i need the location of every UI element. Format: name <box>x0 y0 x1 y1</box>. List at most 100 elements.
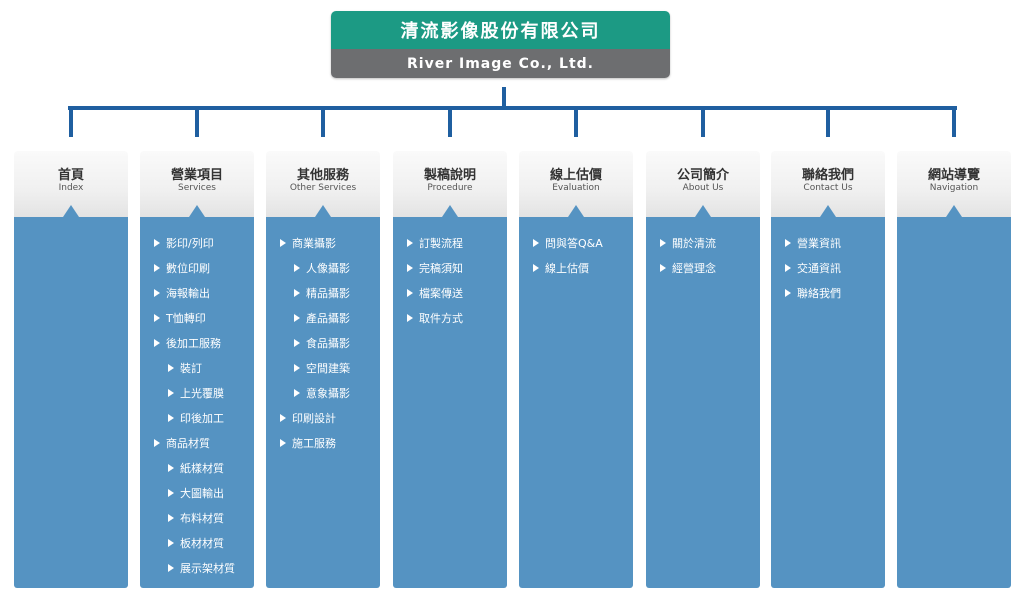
link-label: 完稿須知 <box>419 262 463 275</box>
column-title: 聯絡我們 <box>801 168 854 183</box>
bullet-triangle-icon <box>154 264 160 272</box>
link-item[interactable]: 板材材質 <box>154 531 250 556</box>
bullet-triangle-icon <box>154 314 160 322</box>
link-label: 大圖輸出 <box>180 487 224 500</box>
link-item[interactable]: 海報輸出 <box>154 281 250 306</box>
connector-drop <box>952 106 956 137</box>
bullet-triangle-icon <box>785 264 791 272</box>
pointer-triangle-icon <box>568 205 584 217</box>
pointer-triangle-icon <box>695 205 711 217</box>
bullet-triangle-icon <box>280 414 286 422</box>
pointer-triangle-icon <box>820 205 836 217</box>
bullet-triangle-icon <box>280 239 286 247</box>
pointer-triangle-icon <box>63 205 79 217</box>
link-item[interactable]: 商業攝影 <box>280 231 376 256</box>
link-item[interactable]: 營業資訊 <box>785 231 881 256</box>
link-item[interactable]: 關於清流 <box>660 231 756 256</box>
connector-vertical-top <box>502 87 506 108</box>
link-list: 關於清流經營理念 <box>660 231 756 281</box>
link-label: 線上估價 <box>545 262 589 275</box>
link-item[interactable]: 布料材質 <box>154 506 250 531</box>
link-label: 紙樣材質 <box>180 462 224 475</box>
pointer-triangle-icon <box>315 205 331 217</box>
connector-drop <box>195 106 199 137</box>
link-item[interactable]: 後加工服務 <box>154 331 250 356</box>
link-item[interactable]: 取件方式 <box>407 306 503 331</box>
link-label: 布料材質 <box>180 512 224 525</box>
link-item[interactable]: 施工服務 <box>280 431 376 456</box>
column-subtitle: Evaluation <box>552 183 600 193</box>
bullet-triangle-icon <box>168 389 174 397</box>
column-title: 公司簡介 <box>676 168 729 183</box>
bullet-triangle-icon <box>168 564 174 572</box>
link-list: 問與答Q&A 線上估價 <box>533 231 629 281</box>
link-item[interactable]: 印刷設計 <box>280 406 376 431</box>
link-label: 交通資訊 <box>797 262 841 275</box>
company-name-zh: 清流影像股份有限公司 <box>331 11 670 49</box>
link-label: 上光覆膜 <box>180 387 224 400</box>
link-item[interactable]: 經營理念 <box>660 256 756 281</box>
link-item[interactable]: 交通資訊 <box>785 256 881 281</box>
column-title: 其他服務 <box>296 168 349 183</box>
link-label: 經營理念 <box>672 262 716 275</box>
link-item[interactable]: 訂製流程 <box>407 231 503 256</box>
column-title: 製稿說明 <box>423 168 476 183</box>
bullet-triangle-icon <box>154 439 160 447</box>
column-subtitle: Index <box>58 183 84 193</box>
bullet-triangle-icon <box>407 239 413 247</box>
bullet-triangle-icon <box>294 289 300 297</box>
column-body <box>646 217 760 588</box>
link-item[interactable]: 人像攝影 <box>280 256 376 281</box>
link-item[interactable]: 完稿須知 <box>407 256 503 281</box>
link-item[interactable]: 問與答Q&A <box>533 231 629 256</box>
bullet-triangle-icon <box>168 364 174 372</box>
link-item[interactable]: 線上估價 <box>533 256 629 281</box>
column-body <box>140 217 254 588</box>
link-label: 關於清流 <box>672 237 716 250</box>
link-item[interactable]: 聯絡我們 <box>785 281 881 306</box>
link-item[interactable]: 大圖輸出 <box>154 481 250 506</box>
bullet-triangle-icon <box>407 289 413 297</box>
column-subtitle: Services <box>178 183 216 193</box>
link-label: 營業資訊 <box>797 237 841 250</box>
bullet-triangle-icon <box>294 339 300 347</box>
link-label: 取件方式 <box>419 312 463 325</box>
link-list: 商業攝影人像攝影精品攝影產品攝影食品攝影空間建築意象攝影印刷設計施工服務 <box>280 231 376 456</box>
link-item[interactable]: 印後加工 <box>154 406 250 431</box>
link-item[interactable]: 裝訂 <box>154 356 250 381</box>
link-item[interactable]: 檔案傳送 <box>407 281 503 306</box>
link-item[interactable]: 上光覆膜 <box>154 381 250 406</box>
link-item[interactable]: 紙樣材質 <box>154 456 250 481</box>
link-label: 商業攝影 <box>292 237 336 250</box>
bullet-triangle-icon <box>533 239 539 247</box>
link-item[interactable]: 精品攝影 <box>280 281 376 306</box>
link-item[interactable]: 食品攝影 <box>280 331 376 356</box>
column-body <box>14 217 128 588</box>
column-title: 線上估價 <box>549 168 602 183</box>
link-item[interactable]: 數位印刷 <box>154 256 250 281</box>
link-item[interactable]: T恤轉印 <box>154 306 250 331</box>
column-body <box>266 217 380 588</box>
link-label: 印後加工 <box>180 412 224 425</box>
link-label: 施工服務 <box>292 437 336 450</box>
link-item[interactable]: 商品材質 <box>154 431 250 456</box>
column-body <box>393 217 507 588</box>
link-item[interactable]: 影印/列印 <box>154 231 250 256</box>
link-item[interactable]: 意象攝影 <box>280 381 376 406</box>
bullet-triangle-icon <box>168 539 174 547</box>
link-item[interactable]: 空間建築 <box>280 356 376 381</box>
link-label: 檔案傳送 <box>419 287 463 300</box>
link-item[interactable]: 展示架材質 <box>154 556 250 581</box>
link-item[interactable]: 產品攝影 <box>280 306 376 331</box>
link-label: 聯絡我們 <box>797 287 841 300</box>
bullet-triangle-icon <box>785 289 791 297</box>
bullet-triangle-icon <box>407 314 413 322</box>
link-label: 產品攝影 <box>306 312 350 325</box>
connector-drop <box>826 106 830 137</box>
bullet-triangle-icon <box>168 489 174 497</box>
link-label: 板材材質 <box>180 537 224 550</box>
connector-drop <box>321 106 325 137</box>
